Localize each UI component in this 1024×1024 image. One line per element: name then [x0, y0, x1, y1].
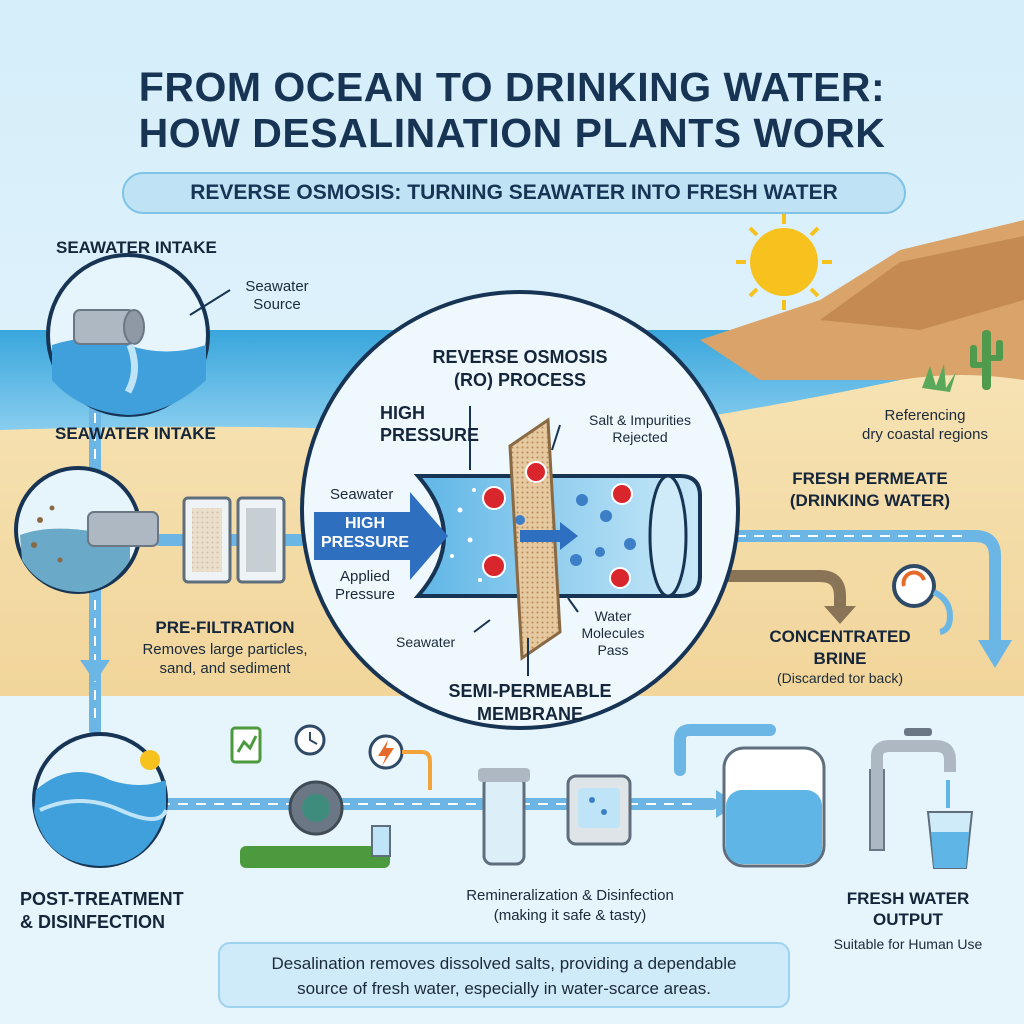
post-treatment-label: POST-TREATMENT & DISINFECTION: [20, 888, 184, 934]
regions-note-line-2: dry coastal regions: [862, 426, 988, 443]
applied-line-1: Applied: [339, 568, 391, 585]
filter-cartridges: [182, 496, 286, 584]
intake-bubble: [46, 253, 210, 417]
post-line-1: POST-TREATMENT: [20, 889, 184, 909]
membrane-line-2: MEMBRANE: [477, 704, 583, 724]
rejected-label: Salt & Impurities Rejected: [560, 412, 720, 446]
prefilter-desc-line-2: sand, and sediment: [159, 660, 291, 677]
arrow-label-line-1: HIGH: [345, 515, 385, 532]
cactus-icon: [970, 330, 1003, 390]
remin-line-1: Remineralization & Disinfection: [466, 887, 674, 904]
seawater-in-label: Seawater: [330, 486, 394, 503]
regions-note: Referencing dry coastal regions: [830, 406, 1020, 444]
brine-line-2: BRINE: [813, 649, 867, 668]
output-line-2: OUTPUT: [873, 910, 943, 929]
source-label-line-2: Source: [253, 296, 301, 313]
applied-pressure-label: Applied Pressure: [320, 568, 410, 604]
membrane-line-1: SEMI-PERMEABLE: [448, 681, 612, 701]
brine-line-1: CONCENTRATED: [769, 627, 911, 646]
prefilter-heading: PRE-FILTRATION: [155, 618, 295, 637]
output-desc: Suitable for Human Use: [833, 936, 983, 952]
glass-icon: [926, 811, 974, 869]
post-treatment-bubble: [32, 732, 168, 868]
intake-heading-2: SEAWATER INTAKE: [55, 424, 216, 443]
sun-icon: [736, 214, 832, 310]
intake-heading: SEAWATER INTAKE: [56, 238, 217, 257]
permeate-pipe: [684, 530, 1001, 646]
pump-icon: [240, 780, 391, 868]
output-label: FRESH WATER OUTPUT: [812, 888, 1004, 930]
prefilter-desc-line-1: Removes large particles,: [142, 641, 308, 658]
storage-tank: [722, 746, 826, 868]
faucet-icon: [869, 728, 956, 851]
molecules-line-2: Molecules: [581, 625, 645, 641]
post-line-2: & DISINFECTION: [20, 912, 166, 932]
applied-line-2: Pressure: [334, 586, 396, 603]
molecules-line-3: Pass: [597, 642, 629, 658]
clock-icon: [294, 724, 326, 756]
page-title-line-2: HOW DESALINATION PLANTS WORK: [138, 110, 886, 156]
brine-label: CONCENTRATED BRINE: [740, 626, 940, 670]
ro-title: REVERSE OSMOSIS (RO) PROCESS: [414, 346, 626, 392]
lightning-icon: [368, 734, 404, 770]
footer-summary: Desalination removes dissolved salts, pr…: [218, 942, 790, 1008]
ro-title-line-1: REVERSE OSMOSIS: [432, 347, 608, 367]
molecules-line-1: Water: [594, 608, 632, 624]
remin-line-2: (making it safe & tasty): [493, 907, 647, 924]
permeate-line-2: (DRINKING WATER): [789, 491, 951, 510]
molecules-pass-label: Water Molecules Pass: [568, 608, 658, 659]
footer-line-1: Desalination removes dissolved salts, pr…: [271, 954, 737, 973]
shrub: [922, 364, 956, 392]
prefilter-desc: Removes large particles, sand, and sedim…: [106, 640, 344, 678]
rejected-line-1: Salt & Impurities: [589, 412, 691, 428]
permeate-line-1: FRESH PERMEATE: [792, 469, 948, 488]
permeate-label: FRESH PERMEATE (DRINKING WATER): [760, 468, 980, 512]
seawater-source-label: Seawater Source: [232, 278, 322, 314]
high-pressure-line-1: HIGH: [380, 403, 425, 423]
pressure-arrow: [314, 492, 448, 580]
ro-bubble: [300, 290, 740, 730]
subtitle-banner: REVERSE OSMOSIS: TURNING SEAWATER INTO F…: [122, 172, 906, 214]
source-label-line-1: Seawater: [245, 278, 309, 295]
page-title-line-1: FROM OCEAN TO DRINKING WATER:: [138, 64, 886, 110]
high-pressure-label: HIGH PRESSURE: [380, 402, 479, 446]
arrow-label-line-2: PRESSURE: [320, 534, 410, 551]
prefilter-bubble: [14, 466, 159, 594]
gauge-icon: [892, 564, 954, 635]
output-line-1: FRESH WATER: [846, 889, 970, 908]
high-pressure-line-2: PRESSURE: [380, 425, 480, 445]
ro-title-line-2: (RO) PROCESS: [453, 370, 586, 390]
brine-pipe: [690, 570, 846, 610]
regions-note-line-1: Referencing: [884, 407, 966, 424]
membrane-label: SEMI-PERMEABLE MEMBRANE: [410, 680, 650, 726]
arrow-label: HIGH PRESSURE: [318, 514, 412, 552]
document-icon: [230, 726, 262, 764]
disinfection-unit: [566, 774, 632, 846]
brine-note: (Discarded tor back): [776, 670, 904, 686]
cartridge-filter: [478, 768, 530, 866]
rejected-line-2: Rejected: [612, 429, 668, 445]
seawater-bottom-label: Seawater: [396, 634, 456, 650]
remineralization-label: Remineralization & Disinfection (making …: [420, 886, 720, 926]
footer-line-2: source of fresh water, especially in wat…: [297, 979, 711, 998]
